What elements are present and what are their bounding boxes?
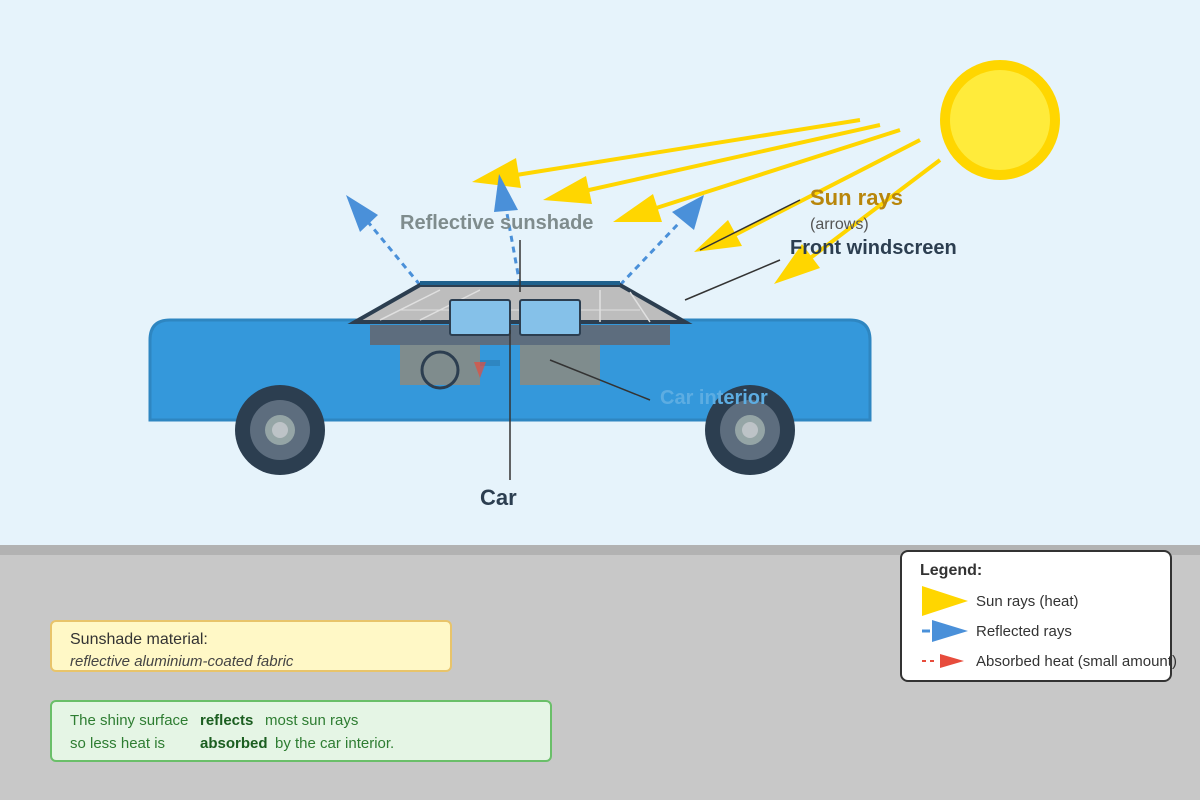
- legend-title: Legend:: [920, 562, 983, 579]
- material-box: Sunshade material: reflective aluminium-…: [50, 620, 452, 672]
- sun-rays-sublabel: (arrows): [810, 216, 869, 233]
- reflected-rays: [346, 174, 704, 287]
- material-text: reflective aluminium-coated fabric: [70, 653, 294, 670]
- explanation-text: by the car interior.: [275, 735, 395, 752]
- side-window: [519, 299, 581, 336]
- sun-rays-label: Sun rays: [810, 185, 903, 210]
- legend-item-sun-rays: Sun rays (heat): [902, 586, 1170, 616]
- sun-icon: [940, 60, 1060, 180]
- explanation-text: so less heat is: [70, 735, 166, 752]
- car-interior-label: Car interior: [660, 387, 768, 409]
- car-label: Car: [480, 485, 517, 510]
- ground-edge: [0, 545, 1200, 555]
- sun-ray-head: [543, 176, 592, 204]
- legend-item-reflected-rays: Reflected rays: [902, 616, 1170, 646]
- steering-wheel-icon: [420, 350, 460, 390]
- explanation-emphasis: absorbed: [200, 735, 268, 752]
- legend-label: Reflected rays: [976, 623, 1072, 640]
- blue-dashed-arrow-icon: [922, 620, 968, 642]
- yellow-arrow-icon: [922, 586, 968, 616]
- legend: Legend: Sun rays (heat) Reflected rays A…: [900, 550, 1177, 682]
- sun-ray-head: [694, 220, 742, 252]
- legend-label: Sun rays (heat): [976, 593, 1079, 610]
- reflective-sunshade-label: Reflective sunshade: [400, 212, 594, 234]
- side-window: [449, 299, 511, 336]
- wheel-rear: [705, 385, 795, 475]
- leader-lines: [509, 199, 801, 480]
- reflected-ray-head: [672, 195, 704, 230]
- explanation-emphasis: reflects: [200, 712, 254, 729]
- legend-item-absorbed-heat: Absorbed heat (small amount): [902, 646, 1177, 676]
- sun-rays: [472, 118, 942, 284]
- material-title: Sunshade material:: [70, 631, 208, 648]
- explanation-box: The shiny surface reflects most sun rays…: [50, 700, 552, 762]
- absorbed-heat-arrow: [474, 362, 486, 378]
- reflected-ray-head: [346, 195, 378, 232]
- front-windscreen-label: Front windscreen: [790, 237, 957, 259]
- sun-ray-head: [613, 194, 662, 222]
- reflected-ray-head: [494, 174, 518, 212]
- red-dashed-arrow-icon: [922, 654, 964, 668]
- wheel-front: [235, 385, 325, 475]
- legend-label: Absorbed heat (small amount): [976, 653, 1177, 670]
- explanation-text: The shiny surface: [70, 712, 189, 729]
- sun-ray-head: [472, 158, 521, 188]
- sun-ray-head: [774, 244, 820, 284]
- explanation-text: most sun rays: [265, 712, 359, 729]
- car-interior-graphic: [370, 299, 670, 390]
